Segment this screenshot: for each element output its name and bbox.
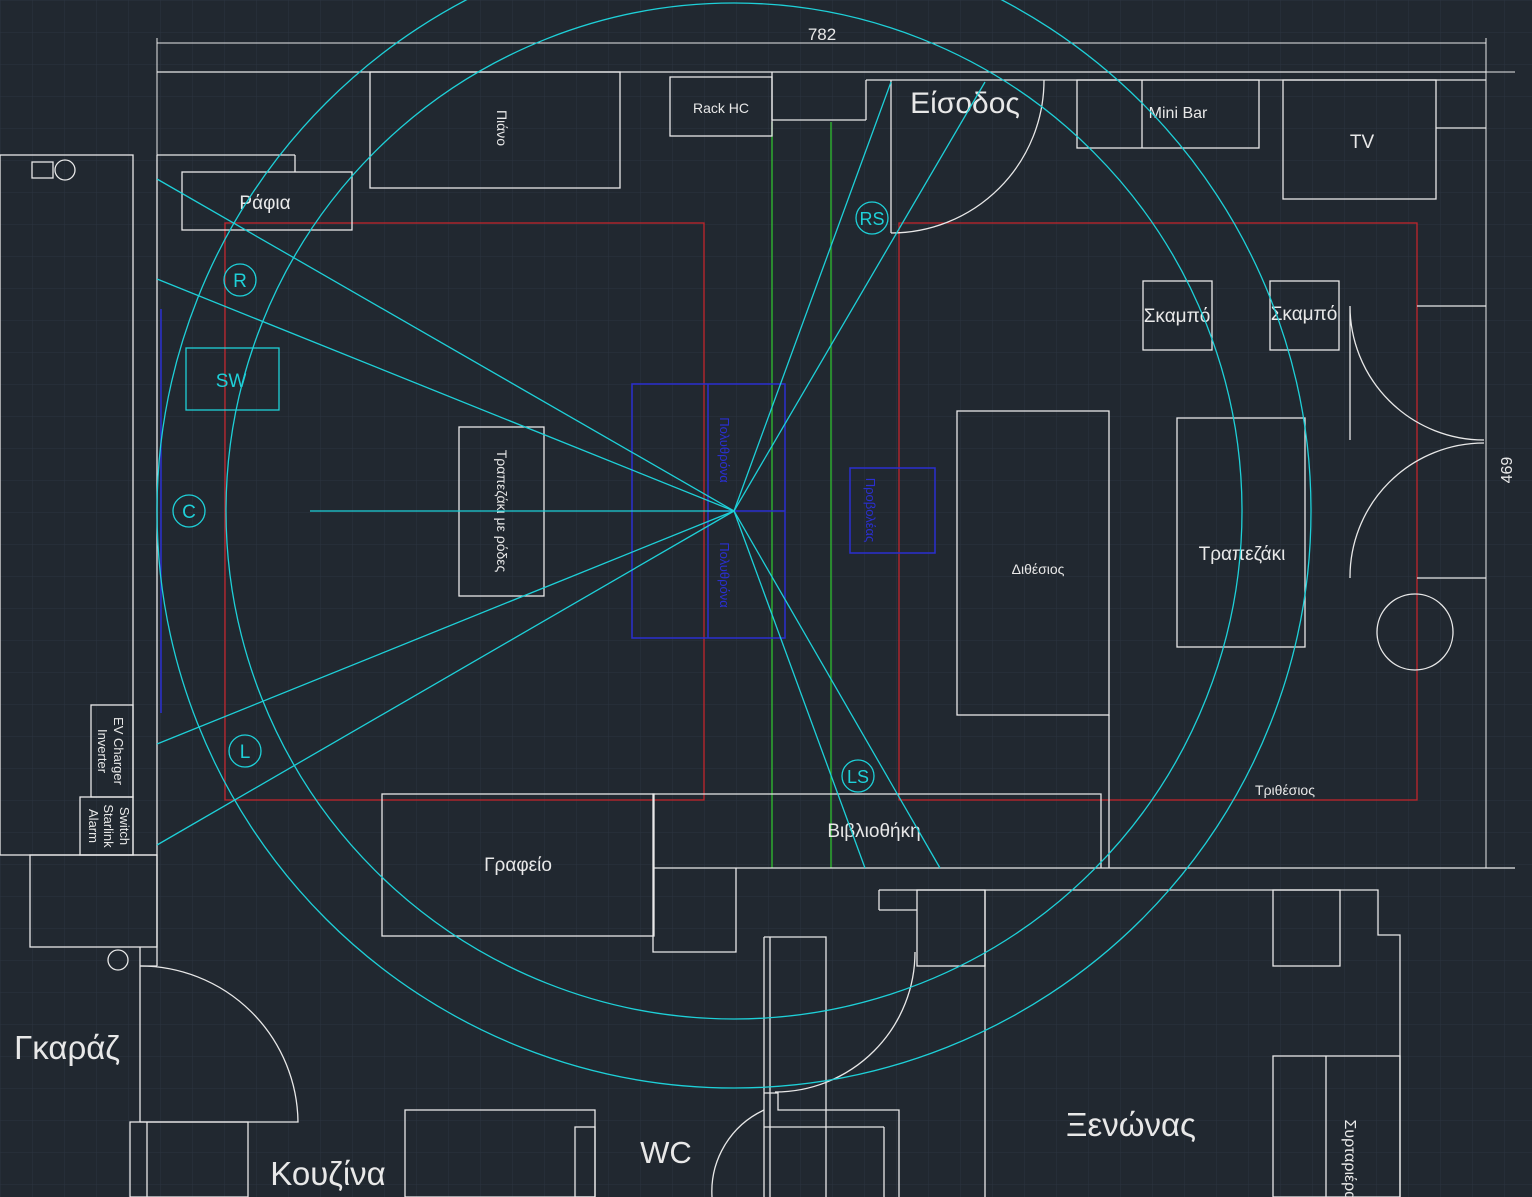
listening-circle-inner bbox=[225, 2, 1243, 1020]
stool-2 bbox=[1269, 280, 1340, 351]
entrance-label: Είσοδος bbox=[910, 87, 1020, 120]
speaker-rays bbox=[156, 81, 986, 869]
network-box bbox=[79, 796, 134, 856]
projector bbox=[849, 467, 936, 554]
stool-2-label: Σκαμπό bbox=[1271, 304, 1338, 325]
subwoofer-label: SW bbox=[216, 371, 247, 392]
height-dimension: 469 bbox=[1499, 457, 1516, 484]
tv-label: TV bbox=[1350, 132, 1375, 153]
starlink-label: Starlink bbox=[101, 804, 116, 848]
speaker-right: R bbox=[223, 263, 257, 297]
device-circle bbox=[54, 159, 76, 181]
rack-label: Rack HC bbox=[693, 100, 749, 116]
three-seater-label: Τριθέσιος bbox=[1255, 782, 1315, 798]
right-zone bbox=[898, 222, 1418, 801]
alarm-label: Alarm bbox=[86, 809, 101, 843]
piano-label: Πιάνο bbox=[494, 110, 510, 146]
projector-label: Προβολέας bbox=[863, 478, 878, 543]
stool-1 bbox=[1142, 280, 1213, 351]
device-box bbox=[31, 161, 54, 179]
speaker-center: C bbox=[172, 494, 206, 528]
floor-drain bbox=[107, 949, 129, 971]
speaker-rs-label: RS bbox=[859, 209, 884, 229]
listening-circle-outer bbox=[156, 0, 1312, 1089]
desk-label: Γραφείο bbox=[484, 855, 552, 876]
two-seater bbox=[956, 410, 1110, 716]
speaker-left: L bbox=[228, 734, 262, 768]
rack bbox=[669, 76, 773, 137]
armchair-1-label: Πολυθρόνα bbox=[717, 417, 732, 483]
inverter-label: Inverter bbox=[95, 729, 110, 774]
mini-bar bbox=[1076, 79, 1260, 149]
coffee-table bbox=[1176, 417, 1306, 648]
speaker-ls-label: LS bbox=[847, 767, 869, 787]
dimension-lines bbox=[156, 38, 1515, 869]
speaker-left-label: L bbox=[240, 742, 251, 763]
ev-charger-label: EV Charger bbox=[111, 717, 126, 786]
switch-label: Switch bbox=[117, 807, 132, 845]
mini-bar-label: Mini Bar bbox=[1149, 105, 1208, 122]
width-dimension: 782 bbox=[808, 25, 836, 44]
garage-label: Γκαράζ bbox=[14, 1029, 120, 1066]
bookcase-label: Βιβλιοθήκη bbox=[827, 821, 920, 842]
stool-1-label: Σκαμπό bbox=[1144, 306, 1211, 327]
speaker-center-label: C bbox=[182, 502, 196, 523]
wc-label: WC bbox=[640, 1135, 692, 1170]
piano bbox=[369, 71, 621, 189]
round-stool bbox=[1376, 593, 1454, 671]
speaker-right-surround: RS bbox=[855, 201, 889, 235]
bookcase bbox=[652, 793, 1102, 868]
desk bbox=[381, 793, 655, 937]
shelves-label: Ράφια bbox=[239, 193, 290, 214]
closet-label: Συρταριέρα bbox=[1341, 1120, 1358, 1197]
coffee-table-label: Τραπεζάκι bbox=[1199, 544, 1286, 565]
tv bbox=[1282, 79, 1437, 200]
speaker-right-label: R bbox=[233, 271, 247, 292]
subwoofer: SW bbox=[185, 347, 280, 411]
door-swings bbox=[139, 79, 1485, 1197]
kitchen-label: Κουζίνα bbox=[270, 1155, 385, 1192]
speaker-left-surround: LS bbox=[841, 759, 875, 793]
two-seater-label: Διθέσιος bbox=[1012, 561, 1065, 577]
guest-room-label: Ξενώνας bbox=[1066, 1106, 1196, 1143]
armchair-2-label: Πολυθρόνα bbox=[717, 542, 732, 608]
